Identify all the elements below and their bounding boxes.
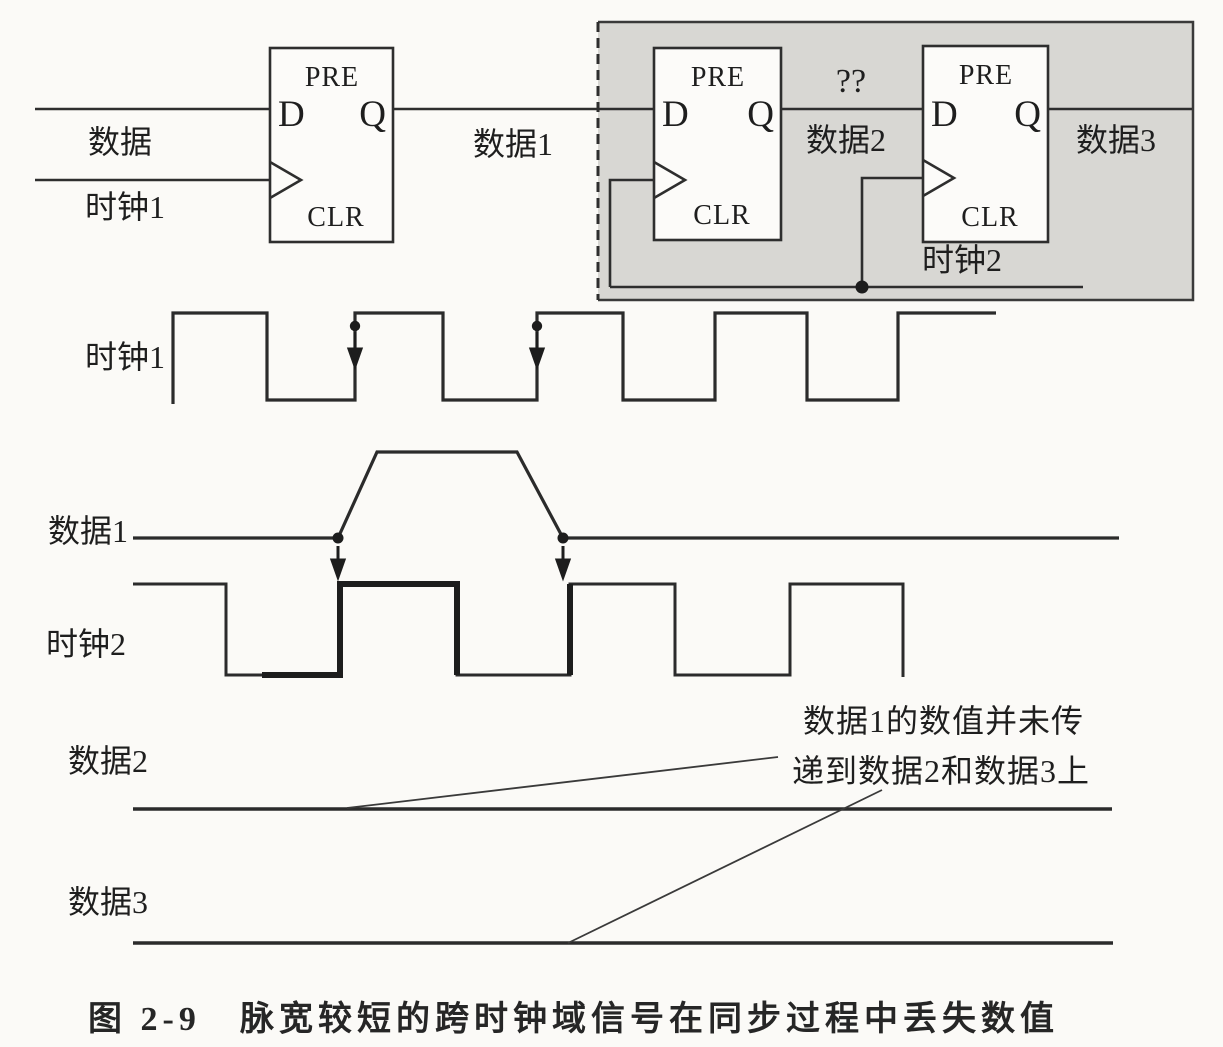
dff1-clr-label: CLR xyxy=(307,202,364,233)
figure-caption-text: 脉宽较短的跨时钟域信号在同步过程中丢失数值 xyxy=(240,999,1059,1038)
d-flipflop-1: PRE D Q CLR xyxy=(268,46,395,244)
net-label-data-in: 数据 xyxy=(88,124,152,160)
net-label-data3: 数据3 xyxy=(1076,122,1156,158)
dff3-clr-label: CLR xyxy=(961,202,1018,233)
dff1-q-label: Q xyxy=(359,94,386,135)
circuit-diagram: PRE D Q CLR PRE D Q CLR PRE D Q CLR 数据 时… xyxy=(35,20,1195,302)
dff2-q-label: Q xyxy=(747,94,774,135)
row-label-clock2: 时钟2 xyxy=(46,626,126,662)
clock2-junction-dot xyxy=(855,280,869,294)
dff2-d-label: D xyxy=(662,94,689,135)
clock1-edge-marker-dot xyxy=(349,320,361,332)
edge-sampling-arrow-icons xyxy=(329,332,572,582)
dff3-box xyxy=(921,44,1050,244)
dff3-clock-edge-triangle-icon xyxy=(922,158,957,198)
dff1-d-label: D xyxy=(278,94,305,135)
circuit-wires xyxy=(35,107,1192,289)
clock1-edge-marker-dot xyxy=(531,320,543,332)
annotation-leader-line-to-data3 xyxy=(567,789,883,944)
net-label-data2: 数据2 xyxy=(806,122,886,158)
dff2-clock-edge-triangle-icon xyxy=(653,160,688,200)
dff1-pre-label: PRE xyxy=(305,62,359,93)
data1-edge-marker-dot xyxy=(557,532,569,544)
row-label-data3: 数据3 xyxy=(68,884,148,920)
shaded-region-border xyxy=(598,20,1195,302)
row-label-clock1: 时钟1 xyxy=(85,339,165,375)
d-flipflop-3: PRE D Q CLR xyxy=(921,44,1050,244)
data1-edge-marker-dot xyxy=(332,532,344,544)
uncertain-value-label: ?? xyxy=(836,63,866,100)
net-label-clock2: 时钟2 xyxy=(922,242,1002,278)
d-flipflop-2: PRE D Q CLR xyxy=(652,46,783,242)
annotation-text-line2: 递到数据2和数据3上 xyxy=(792,753,1090,789)
figure-caption-number: 图 2-9 xyxy=(88,1001,201,1038)
timing-diagram: 时钟1 数据1 时钟2 数据2 数据3 数据1的数值并未传 递到数据2和数据3上 xyxy=(46,311,1119,945)
dff2-box xyxy=(652,46,783,242)
clock2-bold-pulse-highlight xyxy=(262,581,573,678)
row-label-data1: 数据1 xyxy=(48,513,128,549)
dff2-clr-label: CLR xyxy=(693,200,750,231)
dff3-q-label: Q xyxy=(1014,94,1041,135)
net-label-clock1-in: 时钟1 xyxy=(85,189,165,225)
data1-waveform xyxy=(133,450,1119,540)
figure-caption: 图 2-9 脉宽较短的跨时钟域信号在同步过程中丢失数值 xyxy=(88,999,1059,1038)
net-label-data1: 数据1 xyxy=(473,126,553,162)
annotation-leader-line-to-data2 xyxy=(346,756,779,809)
annotation-text-line1: 数据1的数值并未传 xyxy=(803,703,1084,739)
dff2-pre-label: PRE xyxy=(691,62,745,93)
clock1-waveform xyxy=(171,311,996,404)
row-label-data2: 数据2 xyxy=(68,743,148,779)
dff1-clock-edge-triangle-icon xyxy=(269,160,304,200)
dff3-d-label: D xyxy=(931,94,958,135)
dff1-box xyxy=(268,46,395,244)
dff3-pre-label: PRE xyxy=(959,60,1013,91)
